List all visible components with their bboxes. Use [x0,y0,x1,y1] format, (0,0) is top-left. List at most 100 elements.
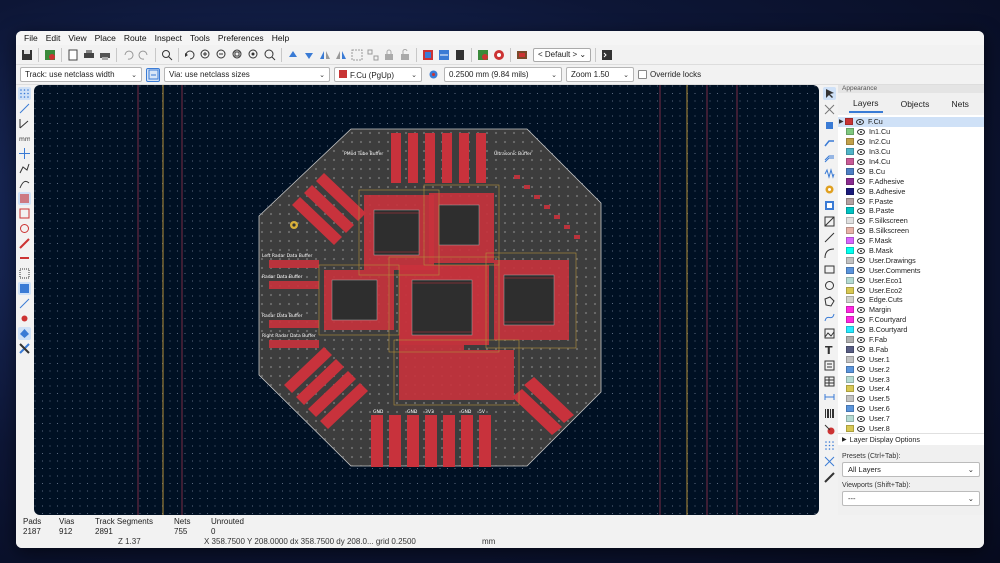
rule-area-icon[interactable] [823,215,836,228]
bezier-icon[interactable] [823,311,836,324]
eye-icon[interactable] [857,207,865,214]
track-width-select[interactable]: Track: use netclass width⌄ [20,67,142,82]
select-arrow-icon[interactable] [822,87,836,100]
eye-icon[interactable] [857,128,865,135]
zoom-objects-icon[interactable] [247,48,261,62]
via-size-select[interactable]: Via: use netclass sizes⌄ [164,67,330,82]
flip-icon[interactable] [318,48,332,62]
layer-color-swatch[interactable] [846,345,854,353]
barcode-icon[interactable] [823,407,836,420]
viewports-select[interactable]: ---⌄ [842,491,980,506]
layer-color-swatch[interactable] [846,276,854,284]
zoom-select[interactable]: Zoom 1.50⌄ [566,67,634,82]
layer-color-swatch[interactable] [846,158,854,165]
menu-inspect[interactable]: Inspect [154,33,182,43]
layer-row[interactable]: In2.Cu [838,137,984,147]
layer-row[interactable]: User.4 [838,384,984,394]
pads-sketch-icon[interactable] [18,222,31,235]
layer-color-swatch[interactable] [846,395,854,403]
layer-select[interactable]: F.Cu (PgUp)⌄ [334,67,422,82]
dimension-icon[interactable] [823,391,836,404]
layer-color-swatch[interactable] [846,425,854,433]
eye-icon[interactable] [857,395,865,402]
eye-icon[interactable] [857,425,865,432]
layer-row[interactable]: Edge.Cuts [838,295,984,305]
layer-color-swatch[interactable] [846,266,854,274]
properties-icon[interactable] [18,342,31,355]
layer-row[interactable]: Margin [838,305,984,315]
mirror-icon[interactable] [334,48,348,62]
layer-row[interactable]: User.6 [838,404,984,414]
layer-color-swatch[interactable] [846,286,854,294]
redo-icon[interactable] [137,48,151,62]
layer-row[interactable]: User.7 [838,414,984,424]
grid-origin-icon[interactable] [823,439,836,452]
layer-color-swatch[interactable] [846,227,854,235]
grid-overrides-icon[interactable] [18,102,31,115]
save-icon[interactable] [20,48,34,62]
layer-row[interactable]: F.Fab [838,335,984,345]
layer-color-swatch[interactable] [846,336,854,344]
tab-nets[interactable]: Nets [951,99,969,109]
measure-tool-icon[interactable] [823,471,836,484]
layer-row[interactable]: In3.Cu [838,147,984,157]
eye-icon[interactable] [857,247,865,254]
layer-color-swatch[interactable] [846,177,854,185]
text-icon[interactable]: T [823,343,836,356]
preset-selector[interactable]: < Default > ⌄ [533,47,592,62]
drill-origin-icon[interactable] [823,455,836,468]
eye-icon[interactable] [857,257,865,264]
via-icon[interactable] [823,183,836,196]
eye-icon[interactable] [857,237,865,244]
eye-icon[interactable] [856,118,864,125]
layer-color-swatch[interactable] [846,355,854,363]
eye-icon[interactable] [857,198,865,205]
layer-row[interactable]: User.Eco1 [838,275,984,285]
find-icon[interactable] [160,48,174,62]
menu-help[interactable]: Help [271,33,290,43]
polar-coords-icon[interactable] [18,117,31,130]
textbox-icon[interactable] [823,359,836,372]
group-icon[interactable] [350,48,364,62]
layer-color-swatch[interactable] [846,217,854,225]
image-icon[interactable] [823,327,836,340]
high-contrast-icon[interactable] [18,267,31,280]
menu-edit[interactable]: Edit [45,33,61,43]
layer-row[interactable]: User.5 [838,394,984,404]
layer-pair-icon[interactable] [426,68,440,82]
layer-row[interactable]: B.Cu [838,166,984,176]
tab-layers[interactable]: Layers [849,95,883,113]
layer-color-swatch[interactable] [846,187,854,195]
zoom-selection-icon[interactable] [263,48,277,62]
menu-tools[interactable]: Tools [190,33,210,43]
3d-viewer-icon[interactable] [515,48,529,62]
layer-color-swatch[interactable] [846,365,854,373]
unlock-icon[interactable] [398,48,412,62]
print-icon[interactable] [82,48,96,62]
layer-color-swatch[interactable] [846,247,854,255]
layer-row[interactable]: B.Adhesive [838,186,984,196]
menu-route[interactable]: Route [123,33,147,43]
layer-row[interactable]: User.1 [838,354,984,364]
lock-icon[interactable] [382,48,396,62]
eye-icon[interactable] [857,296,865,303]
drc-icon[interactable] [453,48,467,62]
layer-color-swatch[interactable] [846,167,854,175]
page-settings-icon[interactable] [66,48,80,62]
refresh-icon[interactable] [183,48,197,62]
layer-row[interactable]: B.Silkscreen [838,226,984,236]
override-locks-option[interactable]: Override locks [638,70,701,79]
eye-icon[interactable] [857,188,865,195]
zoom-in-icon[interactable] [199,48,213,62]
board-update-icon[interactable] [437,48,451,62]
eye-icon[interactable] [857,227,865,234]
eye-icon[interactable] [857,346,865,353]
eye-icon[interactable] [857,376,865,383]
zone-outline-icon[interactable] [18,207,31,220]
eye-icon[interactable] [857,326,865,333]
local-ratsnest-tool-icon[interactable] [823,103,836,116]
eye-icon[interactable] [857,306,865,313]
layer-row[interactable]: In4.Cu [838,157,984,167]
eye-icon[interactable] [857,415,865,422]
eye-icon[interactable] [857,366,865,373]
